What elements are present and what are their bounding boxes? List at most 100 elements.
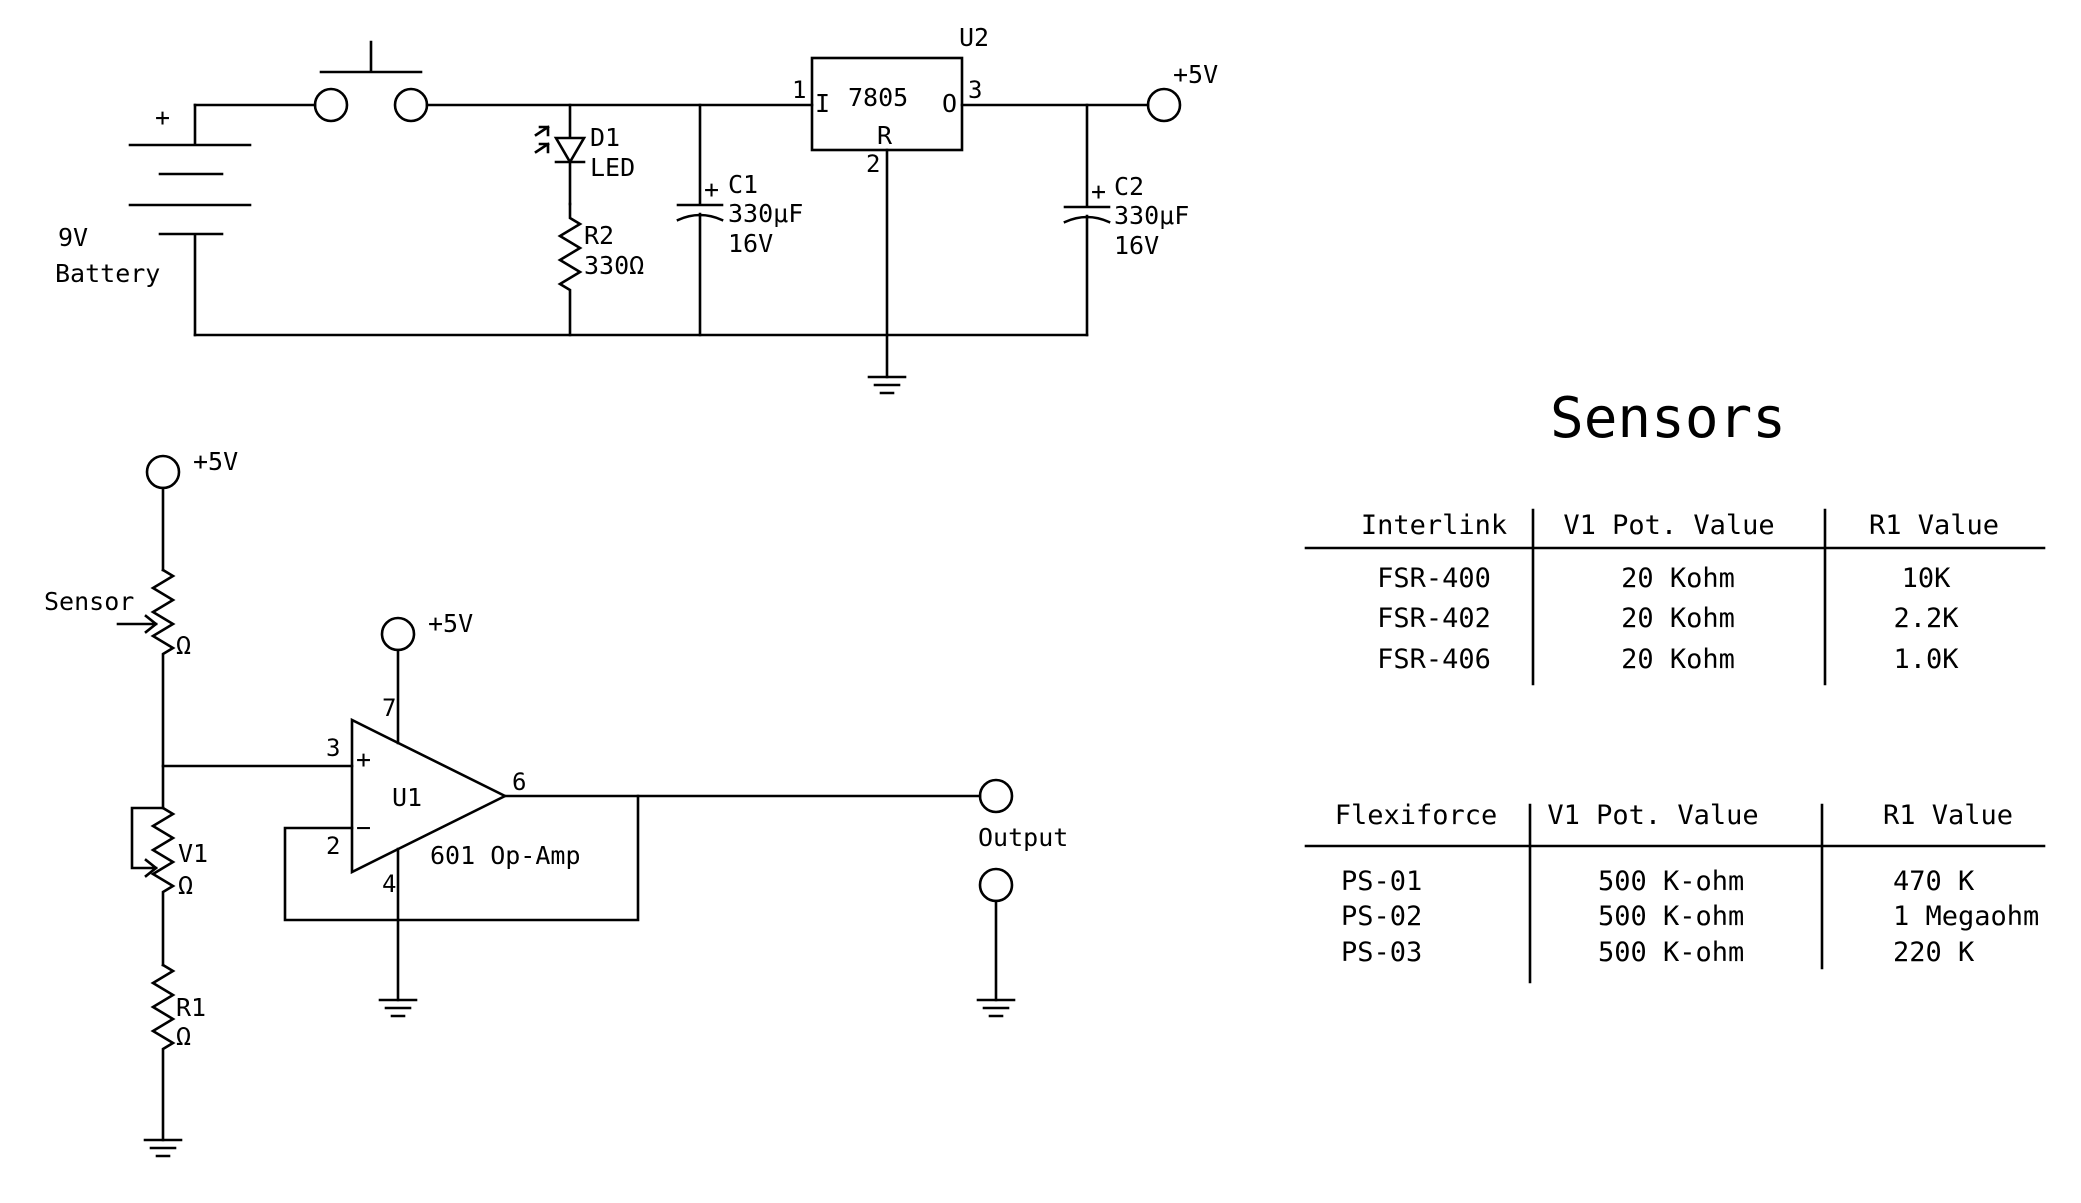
table-header: R1 Value (1883, 800, 2013, 831)
r1-unit-label: Ω (176, 1022, 191, 1051)
opamp-pin-inv: 2 (326, 832, 340, 860)
table-row: FSR-400 20 Kohm 10K (1377, 563, 1951, 594)
v1-ref-label: V1 (178, 839, 208, 868)
table-cell: PS-02 (1341, 901, 1422, 932)
sensors-title: Sensors (1550, 386, 1786, 451)
table-cell: 20 Kohm (1621, 563, 1735, 594)
opamp-triangle (350, 717, 508, 875)
table-column-dividers (1528, 803, 1824, 984)
switch-terminal-left (313, 87, 349, 123)
opamp-pin-vcc: 7 (382, 694, 396, 722)
d1-type-label: LED (590, 153, 635, 182)
r2-ref-label: R2 (584, 221, 614, 250)
battery-label: Battery (55, 259, 160, 288)
capacitor-c2: + C2 330μF 16V (1063, 103, 1189, 337)
interlink-table: Interlink V1 Pot. Value R1 Value FSR-400… (1304, 508, 2046, 686)
feedback-loop-wire (283, 794, 640, 922)
push-button-switch (193, 40, 814, 123)
d1-ref-label: D1 (590, 123, 620, 152)
sensor-wiper-arrow (116, 614, 159, 634)
sensor-supply-label: +5V (193, 447, 238, 476)
led-light-arrow (534, 125, 550, 137)
table-header: R1 Value (1869, 510, 1999, 541)
c2-value-label: 330μF (1114, 201, 1189, 230)
u2-pin-in-letter: I (815, 89, 830, 118)
ground-symbol (143, 1138, 183, 1158)
table-cell: 500 K-ohm (1598, 937, 1744, 968)
table-header: V1 Pot. Value (1547, 800, 1758, 831)
table-cell: 1.0K (1893, 644, 1959, 675)
table-header: Flexiforce (1335, 800, 1498, 831)
ground-symbol (867, 375, 907, 395)
c1-plus-label: + (704, 175, 719, 204)
c2-plus-label: + (1091, 177, 1106, 206)
flexiforce-table: Flexiforce V1 Pot. Value R1 Value PS-01 … (1304, 800, 2046, 984)
table-cell: 220 K (1893, 937, 1975, 968)
c1-value-label: 330μF (728, 199, 803, 228)
table-column-dividers (1531, 508, 1827, 686)
resistor-r2: R2 330Ω (557, 202, 644, 337)
table-cell: 20 Kohm (1621, 603, 1735, 634)
output-ground-terminal (978, 867, 1014, 903)
table-cell: 500 K-ohm (1598, 901, 1744, 932)
resistor-r1: R1 Ω (150, 963, 206, 1142)
opamp-pin-out: 6 (512, 768, 526, 796)
v1-wiper (130, 806, 165, 878)
battery-plus-label: + (155, 103, 170, 132)
u2-pin-in-number: 1 (792, 76, 806, 104)
battery-voltage-label: 9V (58, 223, 88, 252)
v1-unit-label: Ω (178, 871, 193, 900)
r2-value-label: 330Ω (584, 251, 644, 280)
ground-symbol (378, 998, 418, 1018)
opamp-u1: U1 601 Op-Amp + − 7 3 2 4 6 (326, 694, 581, 898)
c1-voltage-label: 16V (728, 229, 773, 258)
table-cell: 2.2K (1893, 603, 1959, 634)
table-cell: 470 K (1893, 866, 1975, 897)
opamp-minus-sign: − (356, 813, 371, 842)
sensor-supply-terminal (145, 454, 181, 490)
table-row: PS-02 500 K-ohm 1 Megaohm (1341, 901, 2039, 932)
table-cell: PS-01 (1341, 866, 1422, 897)
table-header: V1 Pot. Value (1563, 510, 1774, 541)
sensor-unit-label: Ω (176, 631, 191, 660)
opamp-pin-noninv: 3 (326, 734, 340, 762)
table-cell: FSR-406 (1377, 644, 1491, 675)
table-row: FSR-406 20 Kohm 1.0K (1377, 644, 1959, 675)
capacitor-c1: + C1 330μF 16V (676, 103, 803, 337)
opamp-plus-sign: + (356, 745, 371, 774)
plus5v-terminal (1146, 87, 1182, 123)
output-terminal (978, 778, 1014, 814)
opamp-supply-label: +5V (428, 609, 473, 638)
plus5v-label: +5V (1173, 60, 1218, 89)
led-light-arrow (534, 142, 550, 154)
opamp-pin-gnd: 4 (382, 870, 396, 898)
table-cell: 20 Kohm (1621, 644, 1735, 675)
battery-9v: + 9V Battery (55, 103, 252, 337)
u2-pin-out-letter: O (942, 89, 957, 118)
table-row: FSR-402 20 Kohm 2.2K (1377, 603, 1959, 634)
u1-part-label: 601 Op-Amp (430, 841, 581, 870)
u2-ref-label: U2 (959, 23, 989, 52)
potentiometer-v1: V1 Ω (130, 806, 208, 967)
u2-pin-out-number: 3 (968, 76, 982, 104)
power-supply-circuit: + 9V Battery D1 LED R2 330Ω (55, 23, 1218, 395)
u2-part-label: 7805 (848, 83, 908, 112)
u1-ref-label: U1 (392, 783, 422, 812)
ground-symbol (976, 998, 1016, 1018)
table-cell: PS-03 (1341, 937, 1422, 968)
c2-ref-label: C2 (1114, 172, 1144, 201)
r1-ref-label: R1 (176, 993, 206, 1022)
u2-pin-ref-letter: R (877, 121, 893, 150)
led-d1: D1 LED (534, 103, 635, 206)
u2-pin-ref-number: 2 (866, 150, 880, 178)
c2-voltage-label: 16V (1114, 231, 1159, 260)
table-cell: 500 K-ohm (1598, 866, 1744, 897)
amplifier-circuit: +5V Sensor Ω V1 Ω R1 Ω (44, 447, 1068, 1158)
table-cell: 1 Megaohm (1893, 901, 2039, 932)
opamp-supply-terminal (380, 616, 416, 652)
sensor-resistor: Sensor Ω (44, 568, 191, 810)
table-row: PS-03 500 K-ohm 220 K (1341, 937, 1975, 968)
regulator-u2: U2 7805 I O R 1 3 2 (792, 23, 989, 379)
switch-terminal-right (393, 87, 429, 123)
